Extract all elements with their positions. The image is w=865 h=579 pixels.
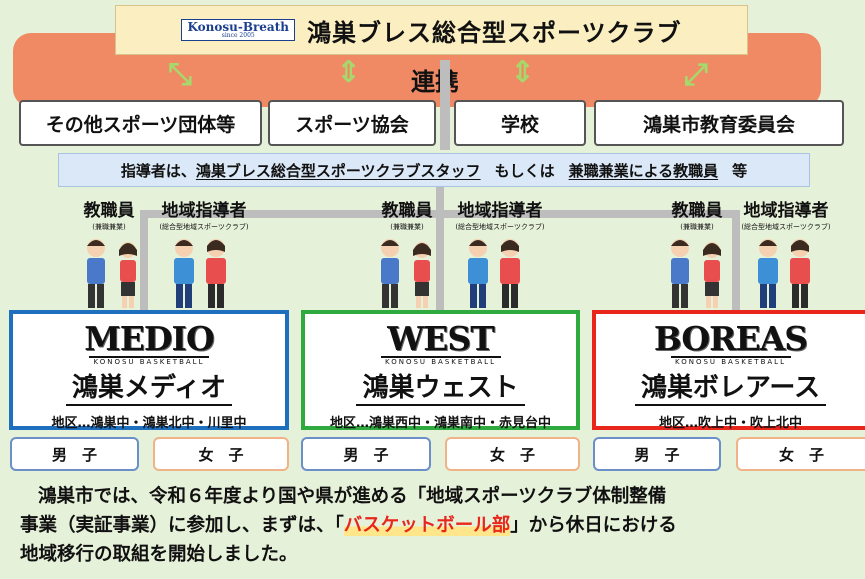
role-teacher: 教職員(兼職兼業) [83,201,135,231]
connector-vertical [440,60,450,150]
gender-boys-west: 男 子 [301,437,431,471]
club-west: WEST KONOSU BASKETBALL 鴻巣ウェスト 地区…鴻巣西中・鴻巣… [301,310,580,431]
club-logo-medio: MEDIO [84,319,214,358]
gender-girls-west: 女 子 [445,437,580,471]
local-coach-pair-illustration [758,239,810,308]
teacher-pair-illustration [671,239,721,308]
leader-prefix: 指導者は、 [120,161,196,180]
leader-staff: 鴻巣ブレス総合型スポーツクラブスタッフ [195,161,481,180]
club-boreas: BOREAS KONOSU BASKETBALL 鴻巣ボレアース 地区…吹上中・… [592,310,865,431]
org-sports-association: スポーツ協会 [268,100,436,146]
club-logo-sub: KONOSU BASKETBALL [380,356,501,366]
arrow-left-diagonal-icon: ⤡ [168,57,192,92]
description-line-1: 鴻巣市では、令和６年度より国や県が進める「地域スポーツクラブ体制整備 [38,486,667,507]
arrow-up-down-icon: ⇕ [510,55,536,90]
teacher-pair-illustration [87,239,137,308]
leader-suffix: 等 [732,161,748,180]
partnership-label: 連携 [411,68,459,96]
club-name-medio: 鴻巣メディオ [65,374,233,406]
role-local-coach: 地域指導者(総合型地域スポーツクラブ) [159,201,249,231]
arrow-right-diagonal-icon: ⤢ [684,57,708,92]
org-education-board: 鴻巣市教育委員会 [594,100,844,146]
role-teacher: 教職員(兼職兼業) [671,201,723,231]
gender-boys-boreas: 男 子 [593,437,721,471]
connector-left [140,210,148,310]
local-coach-pair-illustration [468,239,520,308]
arrow-up-down-icon: ⇕ [336,55,362,90]
org-school: 学校 [454,100,586,146]
logo-text: Konosu-Breath [187,20,289,34]
club-name-boreas: 鴻巣ボレアース [634,374,827,406]
description-paragraph: 鴻巣市では、令和６年度より国や県が進める「地域スポーツクラブ体制整備 事業（実証… [20,482,855,569]
leader-or: もしくは [494,161,555,180]
description-line-3: 地域移行の取組を開始しました。 [20,544,298,565]
role-local-coach: 地域指導者(総合型地域スポーツクラブ) [741,201,831,231]
club-logo-west: WEST [387,319,495,358]
org-other-sports-groups: その他スポーツ団体等 [19,100,262,146]
club-logo-sub: KONOSU BASKETBALL [670,356,791,366]
connector-right [732,210,740,310]
club-area-medio: 地区…鴻巣中・鴻巣北中・川里中 [51,415,247,431]
club-area-west: 地区…鴻巣西中・鴻巣南中・赤見台中 [329,415,551,431]
basketball-highlight: バスケットボール部 [343,515,511,536]
connector-center [436,187,444,310]
club-name-west: 鴻巣ウェスト [356,374,525,406]
club-medio: MEDIO KONOSU BASKETBALL 鴻巣メディオ 地区…鴻巣中・鴻巣… [9,310,289,431]
club-area-boreas: 地区…吹上中・吹上北中 [658,415,802,431]
gender-boys-medio: 男 子 [10,437,139,471]
gender-girls-medio: 女 子 [153,437,289,471]
local-coach-pair-illustration [174,239,226,308]
leader-banner: 指導者は、 鴻巣ブレス総合型スポーツクラブスタッフ もしくは 兼職兼業による教職… [58,153,810,187]
leader-teachers: 兼職兼業による教職員 [568,161,719,180]
konosu-breath-logo: Konosu-Breath since 2005 [181,19,295,41]
role-teacher: 教職員(兼職兼業) [381,201,433,231]
club-logo-sub: KONOSU BASKETBALL [89,356,209,366]
teacher-pair-illustration [381,239,431,308]
description-line-2: 事業（実証事業）に参加し、まずは、「バスケットボール部」から休日における [20,515,677,536]
header-title-box: Konosu-Breath since 2005 鴻巣ブレス総合型スポーツクラブ [115,5,748,55]
club-logo-boreas: BOREAS [653,319,808,358]
gender-girls-boreas: 女 子 [736,437,865,471]
logo-sub: since 2005 [221,32,255,39]
page-title: 鴻巣ブレス総合型スポーツクラブ [306,18,682,47]
role-local-coach: 地域指導者(総合型地域スポーツクラブ) [455,201,545,231]
